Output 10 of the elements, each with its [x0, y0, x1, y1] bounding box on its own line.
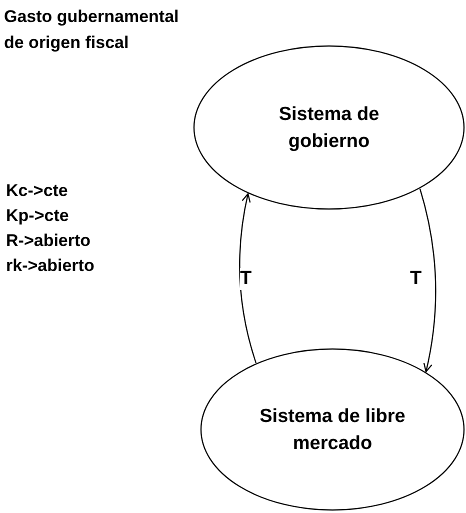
title: Gasto gubernamental de origen fiscal	[4, 6, 180, 54]
condition-text: Kc->cte	[6, 180, 69, 202]
edge-label: T	[240, 268, 252, 290]
condition-text: rk->abierto	[6, 255, 94, 277]
node-text: Sistema de libre mercado	[258, 404, 406, 456]
condition-text: Kp->cte	[6, 205, 70, 227]
arrow	[239, 193, 257, 364]
condition-text: R->abierto	[6, 230, 92, 252]
node-text: Sistema de gobierno	[278, 102, 380, 154]
arrow	[419, 188, 436, 372]
